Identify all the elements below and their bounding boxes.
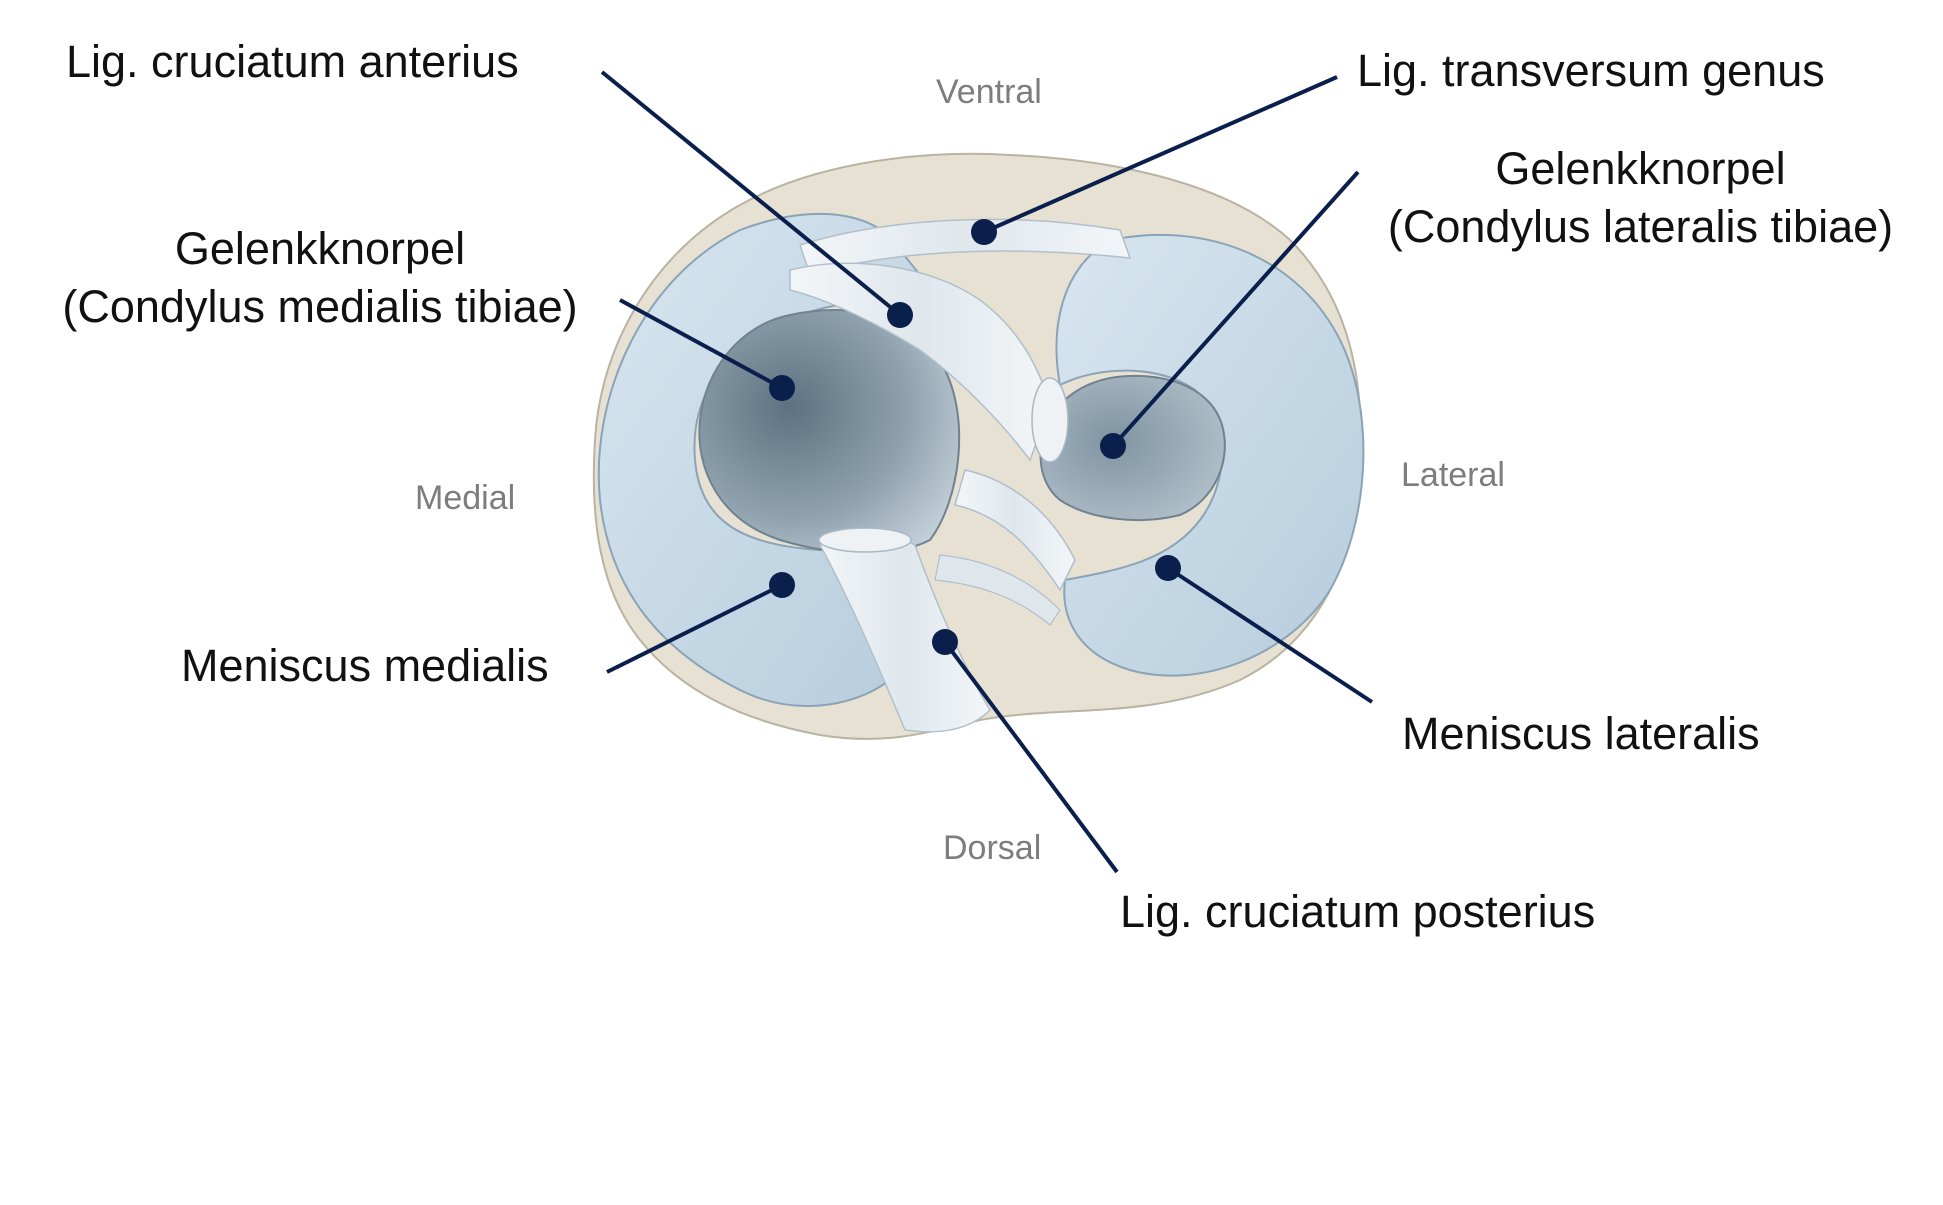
label-gelenkknorpel-lateral-line1: Gelenkknorpel — [1495, 143, 1786, 194]
label-lig-transversum-genus: Lig. transversum genus — [1357, 45, 1825, 96]
dot-gelenkknorpel-medial — [769, 375, 795, 401]
label-gelenkknorpel-medial-line1: Gelenkknorpel — [174, 223, 466, 274]
dot-lig-transversum-genus — [971, 219, 997, 245]
label-gelenkknorpel-lateral: Gelenkknorpel (Condylus lateralis tibiae… — [1353, 140, 1928, 256]
pointer-dots — [769, 219, 1181, 655]
dot-lig-cruciatum-anterius — [887, 302, 913, 328]
leader-lig-cruciatum-anterius — [600, 70, 902, 317]
label-gelenkknorpel-medial: Gelenkknorpel (Condylus medialis tibiae) — [30, 220, 610, 336]
leader-lig-cruciatum-posterius — [943, 640, 1119, 874]
leader-lig-transversum-genus — [983, 75, 1338, 234]
menisco-femoral-fibers — [934, 554, 1061, 626]
pcl-stump — [818, 527, 912, 553]
label-meniscus-lateralis: Meniscus lateralis — [1402, 708, 1760, 759]
acl-stump — [1031, 377, 1069, 463]
leader-lines — [600, 70, 1374, 874]
leader-meniscus-medialis — [606, 583, 783, 674]
dot-meniscus-medialis — [769, 572, 795, 598]
label-lig-cruciatum-anterius: Lig. cruciatum anterius — [66, 36, 519, 87]
direction-medial: Medial — [415, 479, 516, 517]
direction-lateral: Lateral — [1401, 456, 1505, 494]
cartilage-lateral-shape — [1039, 374, 1226, 521]
meniscus-lateralis-shape — [1055, 233, 1365, 677]
leader-gelenkknorpel-medial — [619, 298, 783, 390]
lig-transversum-shape — [799, 218, 1132, 276]
label-meniscus-medialis: Meniscus medialis — [181, 640, 549, 691]
label-gelenkknorpel-medial-line2: (Condylus medialis tibiae) — [62, 281, 578, 332]
direction-dorsal: Dorsal — [943, 829, 1042, 867]
direction-ventral: Ventral — [936, 73, 1042, 111]
label-lig-cruciatum-posterius: Lig. cruciatum posterius — [1120, 886, 1596, 937]
leader-meniscus-lateralis — [1166, 566, 1374, 704]
leader-gelenkknorpel-lateral — [1111, 170, 1360, 448]
dot-meniscus-lateralis — [1155, 555, 1181, 581]
dot-lig-cruciatum-posterius — [932, 629, 958, 655]
label-gelenkknorpel-lateral-line2: (Condylus lateralis tibiae) — [1387, 201, 1894, 252]
posterior-fibers — [954, 469, 1076, 592]
dot-gelenkknorpel-lateral — [1100, 433, 1126, 459]
